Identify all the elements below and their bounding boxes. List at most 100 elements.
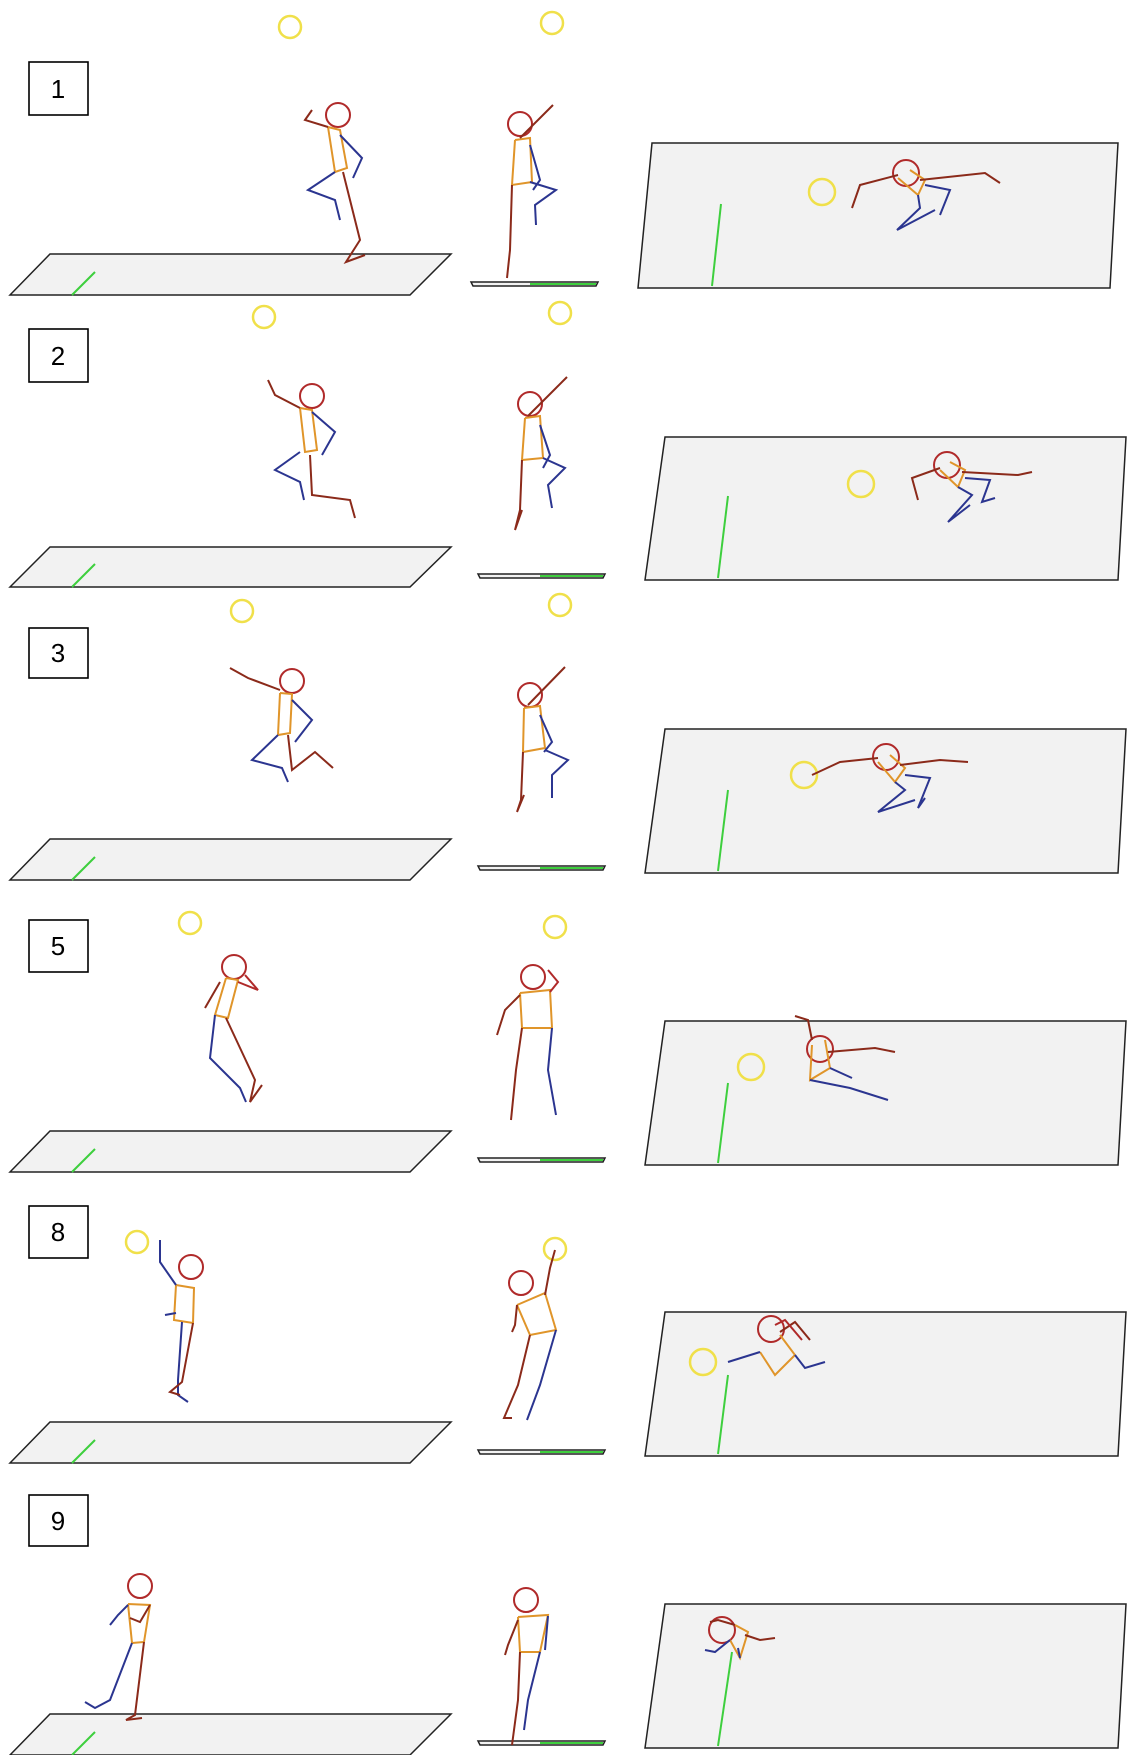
floor-plane [10, 1422, 451, 1463]
floor-plane [645, 729, 1126, 873]
stick-figure [507, 105, 556, 278]
floor-plane [10, 1131, 451, 1172]
stick-figure [504, 1250, 556, 1420]
leg-left [210, 1015, 246, 1102]
head [521, 965, 545, 989]
stick-figure [268, 380, 355, 518]
top-view [645, 1312, 1126, 1456]
frame-label-box: 1 [29, 62, 88, 115]
ball [549, 594, 571, 616]
side-view [478, 594, 605, 870]
arm-right [505, 1620, 518, 1655]
leg-right [504, 1335, 530, 1418]
leg-left [85, 1643, 132, 1708]
arm-right [160, 1240, 176, 1285]
leg-right [511, 1028, 522, 1120]
side-view [478, 1238, 605, 1454]
stick-figure [505, 1588, 548, 1745]
arm-right [268, 380, 300, 408]
ball [279, 16, 301, 38]
stick-figure [305, 103, 365, 262]
torso [517, 1293, 556, 1335]
floor-plane [10, 839, 451, 880]
side-view [471, 12, 598, 286]
stick-figure [230, 668, 333, 782]
leg-right [512, 1652, 520, 1745]
leg-right [517, 752, 524, 812]
arm-right [110, 1605, 128, 1625]
ball [253, 306, 275, 328]
head [222, 955, 246, 979]
head [128, 1574, 152, 1598]
ball [541, 12, 563, 34]
ball [179, 912, 201, 934]
arm-right [497, 995, 520, 1035]
frame-label: 9 [51, 1506, 65, 1536]
leg-right [507, 185, 512, 278]
frame-row-2: 2 [10, 302, 1126, 587]
arm-right [528, 667, 565, 705]
perspective-view [10, 1231, 451, 1463]
leg-left [524, 1652, 540, 1730]
top-view [638, 143, 1118, 288]
ball [231, 600, 253, 622]
floor-plane [10, 254, 451, 295]
torso [512, 138, 532, 185]
frame-label: 2 [51, 341, 65, 371]
frame-row-5: 5 [10, 912, 1126, 1172]
frame-label: 8 [51, 1217, 65, 1247]
arm-left [512, 1305, 517, 1332]
floor-plane [10, 547, 451, 587]
leg-right [310, 455, 355, 518]
leg-right [515, 460, 522, 530]
stick-figure [517, 667, 568, 812]
side-view [478, 916, 605, 1162]
floor-plane [645, 1312, 1126, 1456]
floor-plane [645, 437, 1126, 580]
torso [520, 990, 552, 1028]
frame-row-3: 3 [10, 594, 1126, 880]
leg-left [308, 172, 340, 220]
leg-right [226, 1018, 262, 1102]
head [508, 112, 532, 136]
frame-label-box: 2 [29, 329, 88, 382]
frame-row-8: 8 [10, 1206, 1126, 1463]
floor-plane [645, 1021, 1126, 1165]
head [326, 103, 350, 127]
frame-label: 1 [51, 74, 65, 104]
stick-figure [497, 965, 558, 1120]
floor-plane [638, 143, 1118, 288]
floor-plane [645, 1604, 1126, 1748]
perspective-view [10, 16, 451, 295]
frame-row-1: 1 [10, 12, 1118, 295]
arm-right [528, 377, 567, 416]
frame-label-box: 9 [29, 1495, 88, 1546]
frame-label: 3 [51, 638, 65, 668]
head [518, 392, 542, 416]
leg-left [275, 452, 304, 500]
arm-left [548, 970, 558, 992]
arm-left [292, 700, 312, 742]
ball [126, 1231, 148, 1253]
frame-label-box: 5 [29, 920, 88, 972]
head [179, 1255, 203, 1279]
leg-left [545, 750, 568, 798]
head [509, 1271, 533, 1295]
torso [518, 1615, 548, 1652]
torso [523, 706, 545, 752]
stick-figure [205, 955, 262, 1102]
torso [174, 1285, 194, 1323]
side-view [478, 1588, 605, 1745]
leg-left [527, 1330, 556, 1420]
frame-row-9: 9 [10, 1495, 1126, 1755]
head [280, 669, 304, 693]
leg-left [252, 735, 288, 782]
arm-right [520, 105, 553, 138]
arm-right [305, 110, 328, 127]
top-view [645, 437, 1126, 580]
leg-left [543, 458, 565, 508]
head [300, 384, 324, 408]
side-view [478, 302, 605, 578]
frame-label: 5 [51, 931, 65, 961]
